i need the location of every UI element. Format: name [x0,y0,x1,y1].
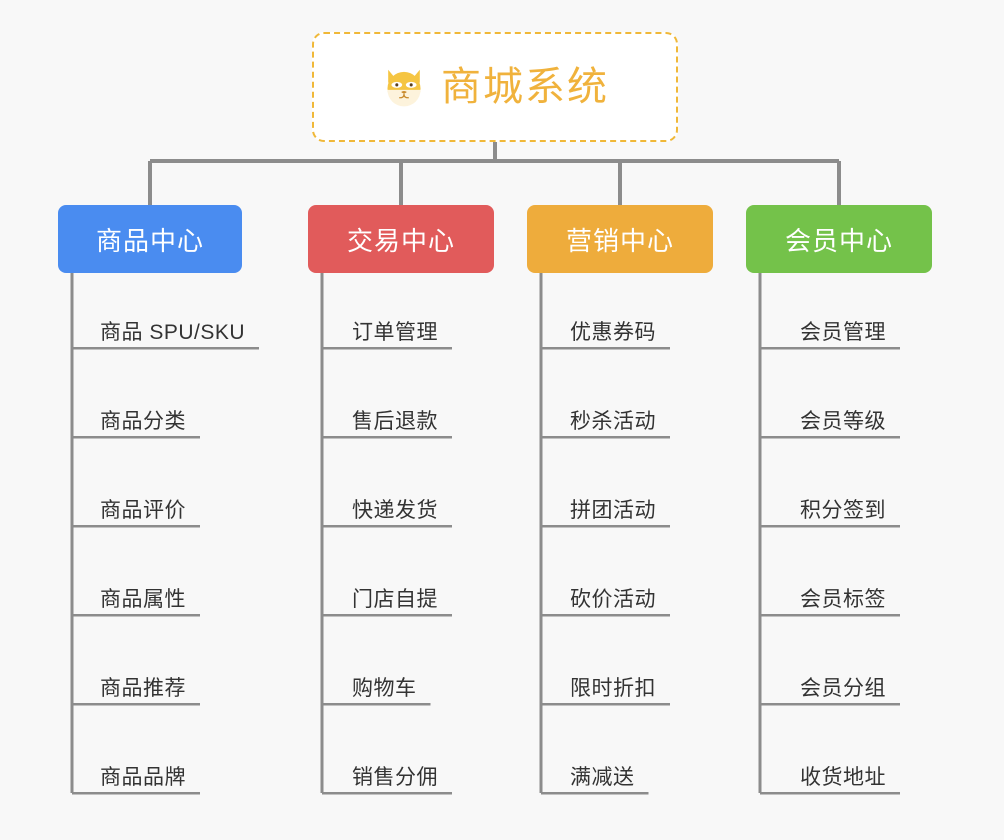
leaf-item[interactable]: 商品 SPU/SKU [100,320,245,346]
leaf-label: 销售分佣 [352,766,438,789]
leaf-item[interactable]: 售后退款 [352,409,438,435]
leaf-item[interactable]: 商品评价 [100,498,186,524]
leaf-item[interactable]: 砍价活动 [570,587,656,613]
leaf-item[interactable]: 订单管理 [352,320,438,346]
category-box-4[interactable]: 会员中心 [746,205,932,273]
leaf-item[interactable]: 积分签到 [800,498,886,524]
shiba-dog-face-icon [387,69,421,107]
category-label: 商品中心 [95,225,204,256]
leaf-label: 门店自提 [352,588,438,611]
category-box-1[interactable]: 商品中心 [58,205,242,273]
leaf-label: 商品属性 [100,588,186,611]
leaf-label: 积分签到 [800,499,886,522]
leaf-item[interactable]: 满减送 [570,765,635,791]
leaf-item[interactable]: 秒杀活动 [570,409,656,435]
leaf-label: 商品 SPU/SKU [100,321,246,344]
leaf-item[interactable]: 商品分类 [100,409,186,435]
leaf-item[interactable]: 会员分组 [800,676,886,702]
leaf-item[interactable]: 销售分佣 [352,765,438,791]
leaf-label: 商品分类 [100,410,186,433]
leaf-label: 售后退款 [352,410,438,433]
leaf-item[interactable]: 商品品牌 [100,765,186,791]
leaf-item[interactable]: 拼团活动 [570,498,656,524]
leaf-label: 满减送 [570,766,635,789]
leaf-label: 商品评价 [100,499,186,522]
root-node[interactable]: 商城系统 [312,32,678,142]
leaf-label: 砍价活动 [570,588,656,611]
leaf-label: 会员等级 [800,410,886,433]
category-label: 会员中心 [784,225,893,256]
category-box-2[interactable]: 交易中心 [308,205,494,273]
leaf-label: 拼团活动 [570,499,656,522]
category-label: 营销中心 [565,225,674,256]
leaf-item[interactable]: 优惠券码 [570,320,656,346]
leaf-item[interactable]: 会员等级 [800,409,886,435]
leaf-label: 快递发货 [352,499,438,522]
leaf-item[interactable]: 购物车 [352,676,417,702]
leaf-item[interactable]: 会员管理 [800,320,886,346]
leaf-item[interactable]: 门店自提 [352,587,438,613]
leaf-label: 限时折扣 [570,677,656,700]
leaf-item[interactable]: 商品属性 [100,587,186,613]
leaf-label: 会员管理 [800,321,886,344]
leaf-item[interactable]: 会员标签 [800,587,886,613]
leaf-item[interactable]: 收货地址 [800,765,886,791]
leaf-label: 购物车 [352,677,417,700]
leaf-item[interactable]: 快递发货 [352,498,438,524]
leaf-item[interactable]: 商品推荐 [100,676,186,702]
leaf-label: 商品品牌 [100,766,186,789]
leaf-label: 秒杀活动 [570,410,656,433]
leaf-label: 会员分组 [800,677,886,700]
leaf-label: 优惠券码 [570,321,656,344]
root-title: 商城系统 [441,65,609,109]
leaf-item[interactable]: 限时折扣 [570,676,656,702]
leaf-label: 商品推荐 [100,677,186,700]
leaf-label: 订单管理 [352,321,438,344]
leaf-label: 会员标签 [800,588,886,611]
category-box-3[interactable]: 营销中心 [527,205,713,273]
leaf-label: 收货地址 [800,766,886,789]
category-label: 交易中心 [346,225,455,256]
